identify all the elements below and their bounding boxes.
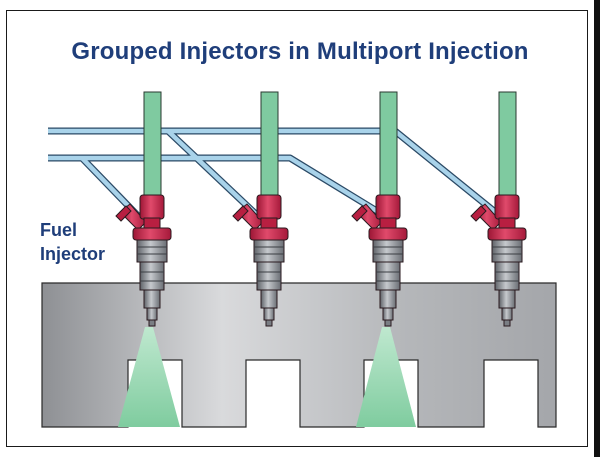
fuel-spray-3 [356,327,416,427]
injector-2 [232,194,289,327]
intake-runners [143,91,517,203]
label-line-2: Injector [40,244,106,264]
injector-1 [115,194,172,327]
fuel-spray-1 [118,327,180,427]
injector-4 [470,194,527,327]
diagram-title: Grouped Injectors in Multiport Injection [71,38,529,65]
screen-edge [594,0,600,457]
frame-border [6,10,588,447]
engine-block [41,282,557,428]
fuel-injector-label: Fuel Injector [40,218,105,266]
label-line-1: Fuel [40,220,78,240]
injector-3 [351,194,408,327]
